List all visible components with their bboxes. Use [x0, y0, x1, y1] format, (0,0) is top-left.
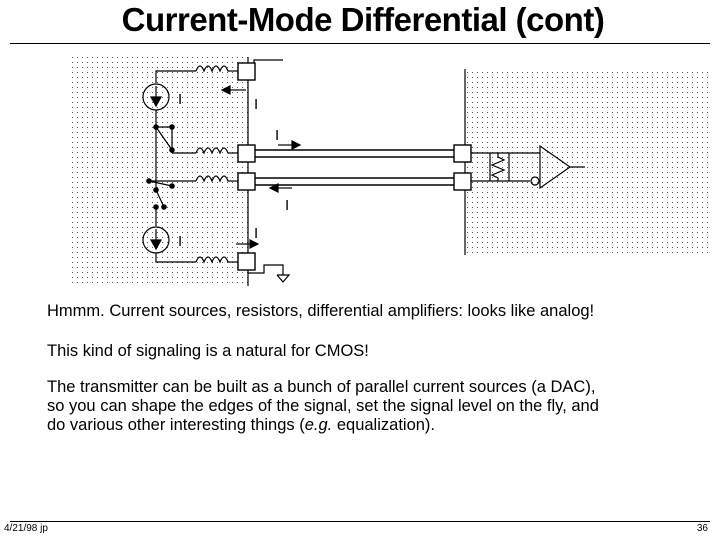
- current-label: I: [285, 197, 289, 214]
- current-label: I: [275, 127, 279, 144]
- inverting-input-icon: [530, 176, 540, 186]
- current-label: I: [178, 91, 182, 108]
- paragraph-transmitter: The transmitter can be built as a bunch …: [47, 378, 599, 435]
- paragraph-line: do various other interesting things (e.g…: [47, 416, 599, 435]
- paragraph-analog: Hmmm. Current sources, resistors, differ…: [47, 302, 595, 320]
- rx-pad-minus: [453, 172, 472, 191]
- receiver-chip: [464, 69, 711, 255]
- paragraph-cmos: This kind of signaling is a natural for …: [47, 342, 369, 360]
- rx-pad-plus: [453, 144, 472, 163]
- pad-signal-minus: [237, 172, 256, 191]
- footer-rule: [10, 521, 710, 522]
- emphasis-text: e.g.: [304, 416, 333, 434]
- transmitter-chip: [70, 57, 249, 286]
- text-run: do various other interesting things (: [47, 416, 305, 434]
- current-label: I: [254, 96, 258, 113]
- current-label: I: [178, 233, 182, 250]
- pad-signal-plus: [237, 144, 256, 163]
- pad-top: [237, 62, 256, 81]
- paragraph-line: so you can shape the edges of the signal…: [47, 397, 599, 415]
- page-number: 36: [696, 523, 708, 534]
- current-label: I: [254, 225, 258, 242]
- paragraph-line: The transmitter can be built as a bunch …: [47, 378, 596, 396]
- transmission-line: [255, 149, 454, 186]
- text-run: equalization).: [332, 416, 435, 434]
- termination-resistor-icon: [490, 153, 506, 181]
- pad-bottom: [237, 252, 256, 271]
- differential-amplifier-icon: [539, 144, 572, 190]
- title-rule: [10, 43, 710, 44]
- circuit-diagram: I I I I I I: [70, 57, 711, 286]
- footer-date: 4/21/98 jp: [4, 523, 48, 534]
- slide-title: Current-Mode Differential (cont): [121, 1, 605, 38]
